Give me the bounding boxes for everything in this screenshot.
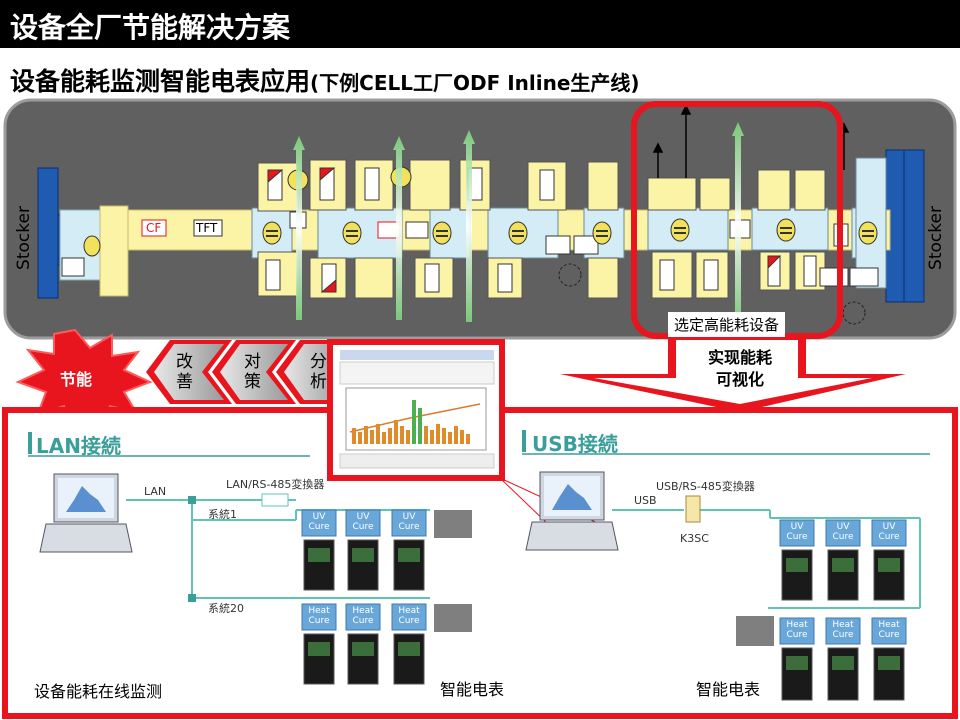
lan-laptop [39,473,133,553]
lan-converter-label: LAN/RS-485変換器 [226,478,325,491]
k3sc-device [685,495,701,523]
usb-panel-title: USB接続 [532,432,618,456]
usb-laptop [525,471,619,551]
tft-tag [193,219,223,237]
lan-heat-label-2: Heat Cure [352,606,374,626]
stocker-right-label: Stocker [925,206,946,270]
lan-uv-label-3: UV Cure [398,512,420,532]
cf-label: CF [146,221,162,235]
improve-label: 改 善 [176,352,193,392]
green-flow-arrows [293,122,744,326]
lan-panel-title: LAN接続 [36,434,121,458]
usb-uv-label-1: UV Cure [786,522,808,542]
lan-uv-label-2: UV Cure [352,512,374,532]
lan-uv-label-1: UV Cure [308,512,330,532]
measures-label: 对 策 [244,352,261,392]
usb-meters-caption: 智能电表 [696,680,761,699]
usb-label: USB [634,494,657,507]
usb-heat-label-3: Heat Cure [878,620,900,640]
stocker-left [37,167,59,299]
cf-tag [141,219,167,237]
stocker-left-label: Stocker [13,206,34,270]
page-title: 设备全厂节能解决方案 [10,11,291,44]
lan-heat-label-3: Heat Cure [398,606,420,626]
usb-uv-label-2: UV Cure [832,522,854,542]
tft-label: TFT [196,221,218,235]
software-screenshot [327,339,505,481]
usb-meter-grid [736,519,907,701]
lan-heat-label-1: Heat Cure [308,606,330,626]
lan-label: LAN [144,485,167,498]
visualize-label: 实现能耗 可视化 [707,348,772,389]
software-bars [352,400,470,444]
stocker-right [903,149,925,303]
monitor-caption: 设备能耗在线监测 [34,682,163,701]
usb-uv-label-3: UV Cure [878,522,900,542]
lan-meters-caption: 智能电表 [440,680,505,699]
usb-heat-label-1: Heat Cure [786,620,808,640]
energy-saving-label: 节能 [60,370,93,389]
stage-markers [83,218,878,257]
lan-meter-grid [301,509,472,685]
title-bar: 设备全厂节能解决方案 [0,0,960,48]
k3sc-label: K3SC [680,532,709,545]
subtitle-main: 设备能耗监测智能电表应用 [10,67,311,96]
analysis-label: 分 析 [310,352,327,392]
system1-label: 系統1 [208,508,237,521]
subtitle-note: (下例CELL工厂ODF Inline生产线) [310,71,640,95]
selected-equipment-label: 选定高能耗设备 [668,312,786,337]
workpieces [61,167,879,293]
system20-label: 系統20 [208,602,244,615]
usb-heat-label-2: Heat Cure [832,620,854,640]
usb-converter-label: USB/RS-485変換器 [656,480,755,493]
subtitle: 设备能耗监测智能电表应用(下例CELL工厂ODF Inline生产线) [10,62,640,98]
